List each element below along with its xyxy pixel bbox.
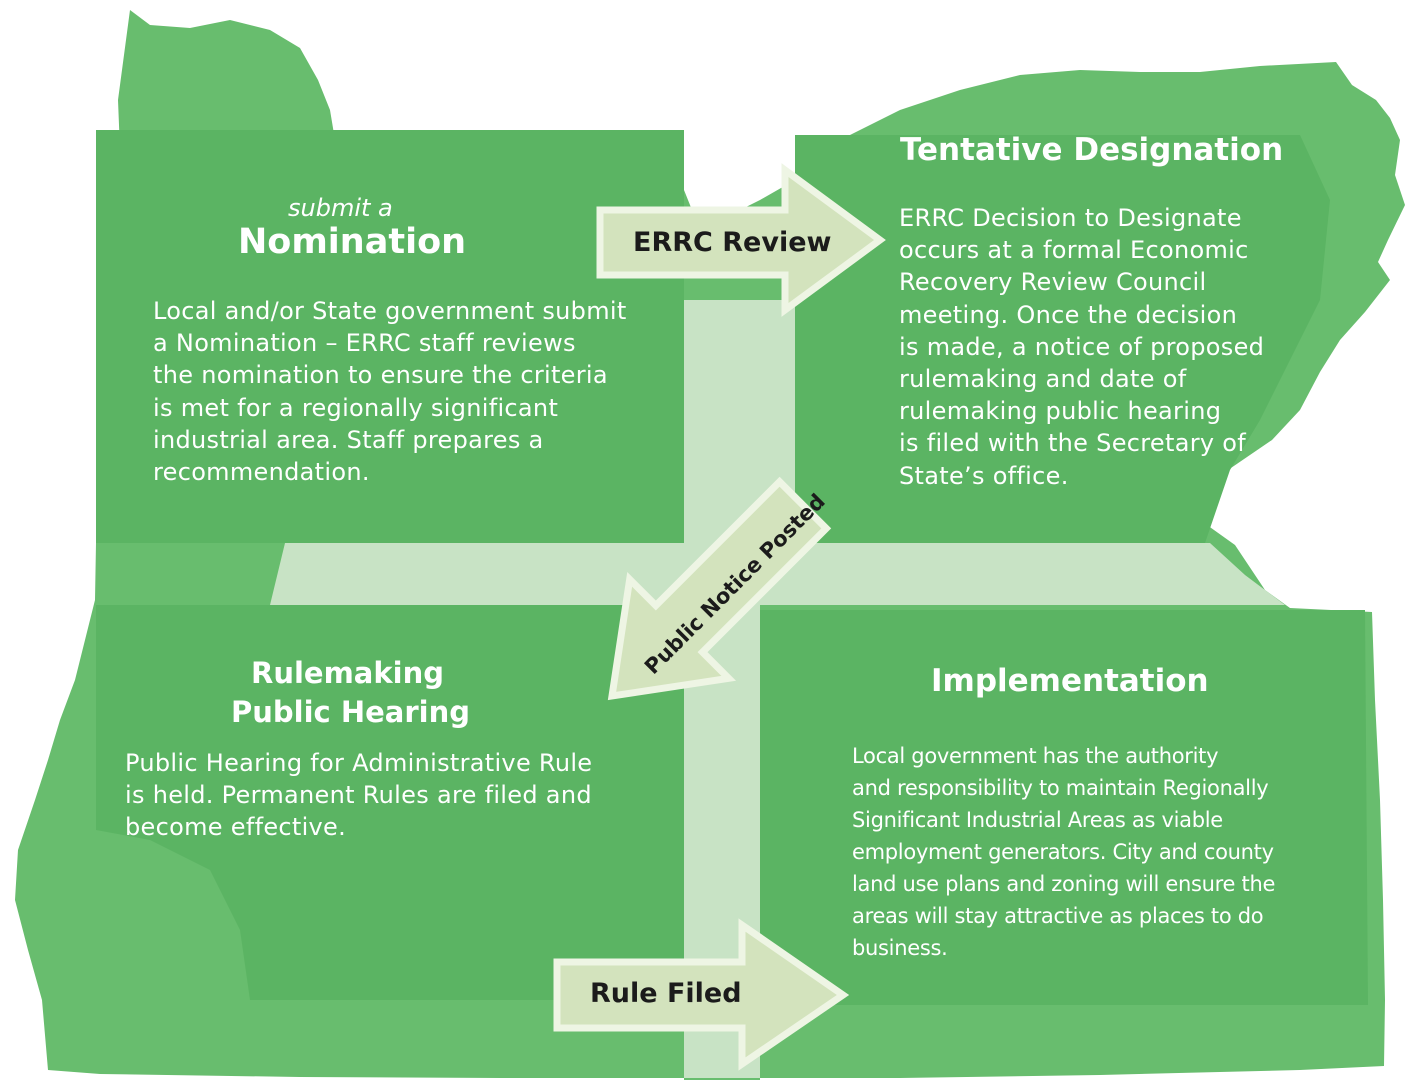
hearing-title-line1: Rulemaking xyxy=(251,656,445,690)
nomination-panel xyxy=(96,130,684,543)
hearing-title-line2: Public Hearing xyxy=(231,695,470,729)
hearing-body: Public Hearing for Administrative Rule i… xyxy=(125,749,593,842)
implementation-body: Local government has the authority and r… xyxy=(852,744,1276,960)
nomination-body: Local and/or State government submit a N… xyxy=(153,297,627,487)
hearing-panel xyxy=(96,605,684,1000)
public-notice-arrow xyxy=(607,476,832,701)
nomination-title: Nomination xyxy=(238,222,467,262)
errc-review-arrow xyxy=(596,163,886,317)
implementation-title: Implementation xyxy=(931,663,1209,699)
connector-band xyxy=(270,300,1285,1078)
rule-filed-label: Rule Filed xyxy=(590,978,742,1009)
rule-filed-arrow xyxy=(553,918,850,1071)
implementation-panel xyxy=(760,610,1368,1005)
errc-review-label: ERRC Review xyxy=(633,227,832,258)
tentative-panel xyxy=(795,135,1330,543)
nomination-kicker: submit a xyxy=(288,194,393,222)
tentative-body: ERRC Decision to Designate occurs at a f… xyxy=(899,204,1265,490)
tentative-title: Tentative Designation xyxy=(900,132,1284,168)
